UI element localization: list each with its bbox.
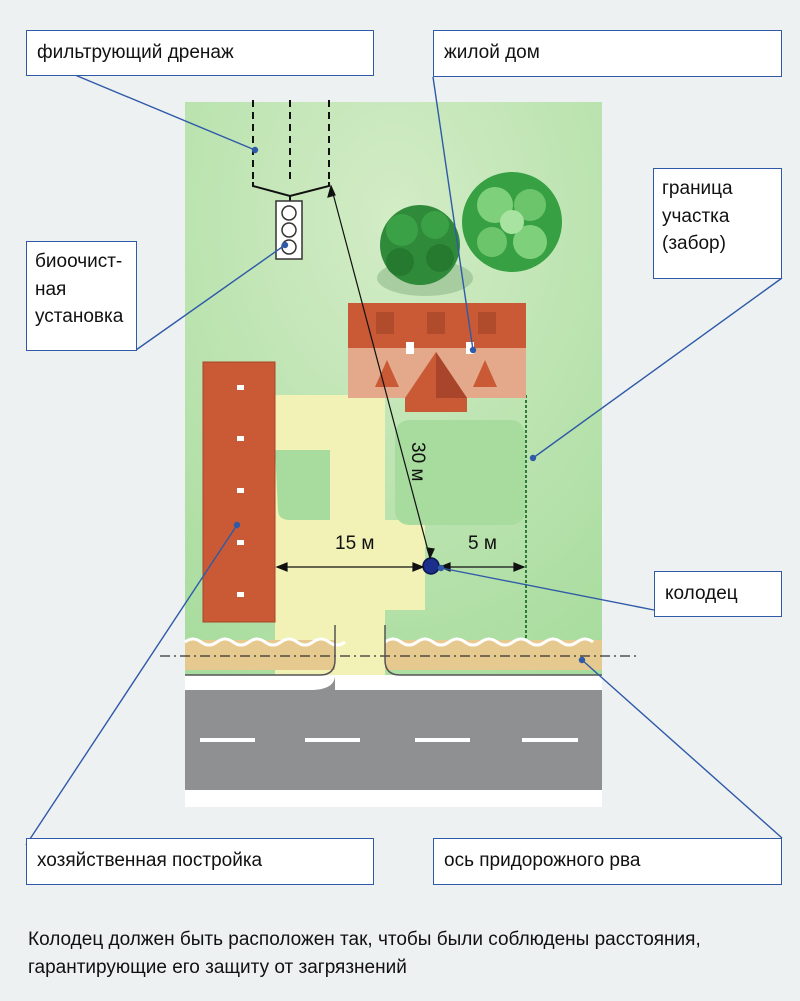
- label-filter-drainage-text: фильтрующий дренаж: [37, 41, 234, 63]
- label-border: граница участка (забор): [653, 168, 782, 279]
- distance-fence-well: 5 м: [468, 533, 497, 554]
- house: [348, 303, 526, 412]
- leader-lines: [25, 74, 783, 846]
- well: [422, 557, 440, 575]
- label-outbuilding-text: хозяйственная постройка: [37, 850, 263, 872]
- label-house-text: жилой дом: [444, 42, 540, 64]
- caption-line1: Колодец должен быть расположен так, чтоб…: [28, 929, 701, 950]
- caption: Колодец должен быть расположен так, чтоб…: [28, 926, 788, 981]
- lawn-patch: [275, 450, 330, 520]
- tree-light: [462, 172, 562, 272]
- label-bio-line3: установка: [35, 306, 124, 328]
- label-bio-unit: биоочист- ная установка: [26, 241, 137, 351]
- curb-right: [384, 625, 602, 676]
- caption-line2: гарантирующие его защиту от загрязнений: [28, 956, 407, 978]
- ditch-edge-left: [184, 637, 346, 647]
- label-outbuilding: хозяйственная постройка: [26, 838, 374, 885]
- filter-drainage: [252, 100, 330, 202]
- label-bio-line2: ная: [35, 278, 67, 300]
- outbuilding: [202, 361, 276, 623]
- label-house: жилой дом: [433, 30, 782, 77]
- lawn-patch-right: [395, 420, 525, 525]
- label-ditch-axis: ось придорожного рва: [433, 838, 782, 885]
- curb-left: [185, 625, 336, 676]
- label-bio-line1: биоочист-: [35, 251, 123, 272]
- ditch-edge-right: [384, 637, 594, 647]
- bio-treatment-unit: [275, 200, 303, 260]
- distance-house-well: 30 м: [407, 442, 428, 482]
- label-well: колодец: [654, 571, 782, 617]
- label-border-line1: граница: [662, 178, 733, 199]
- label-filter-drainage: фильтрующий дренаж: [26, 30, 374, 76]
- tree-dark: [380, 205, 460, 285]
- label-border-line2: участка: [662, 205, 730, 227]
- label-well-text: колодец: [665, 582, 738, 604]
- distance-outbuilding-well: 15 м: [335, 533, 375, 554]
- path-to-well: [275, 520, 425, 610]
- label-ditch-axis-text: ось придорожного рва: [444, 850, 641, 872]
- label-border-line3: (забор): [662, 233, 726, 255]
